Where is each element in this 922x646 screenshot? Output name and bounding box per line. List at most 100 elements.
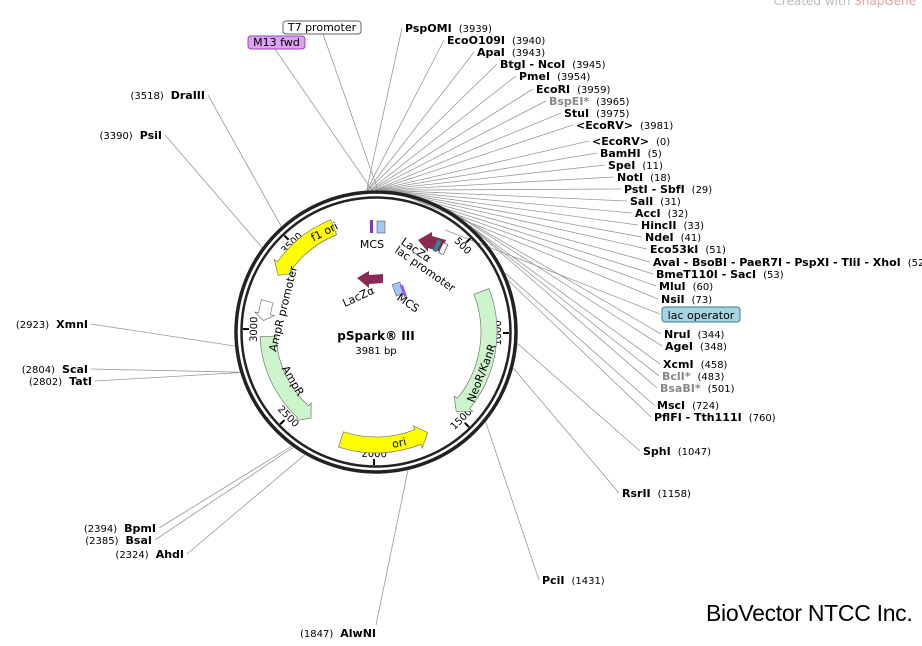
restriction-site[interactable]: PsiI(3390) <box>99 129 162 142</box>
site-name: RsrII <box>622 487 651 500</box>
restriction-site[interactable]: ApaI(3943) <box>477 46 545 59</box>
site-name: BtgI - NcoI <box>500 58 565 71</box>
site-name: EcoO109I <box>447 34 505 47</box>
site-position: (2802) <box>29 377 62 388</box>
restriction-site[interactable]: PstI - SbfI(29) <box>624 183 712 196</box>
site-leader-line <box>382 189 628 202</box>
site-position: (3965) <box>596 97 629 108</box>
site-name: TatI <box>69 375 92 388</box>
site-leader-line <box>476 231 658 389</box>
restriction-site[interactable]: BclI*(483) <box>662 370 725 383</box>
site-leader-line <box>392 190 659 300</box>
restriction-site[interactable]: EcoO109I(3940) <box>447 34 545 47</box>
restriction-site[interactable]: PflFI - Tth111I(760) <box>654 411 776 424</box>
mcs-mark-inner <box>400 284 407 297</box>
lac-promoter-mark <box>438 242 449 256</box>
feature-ampr-arrow[interactable] <box>259 335 312 422</box>
restriction-site[interactable]: NdeI(41) <box>645 231 701 244</box>
feature-label: ori <box>391 435 408 451</box>
restriction-site[interactable]: SphI(1047) <box>643 445 711 458</box>
site-position: (2394) <box>84 524 117 535</box>
feature-tag-lac-operator[interactable]: lac operator <box>661 306 741 323</box>
site-leader-line <box>154 447 294 541</box>
site-leader-line <box>158 445 292 529</box>
site-position: (1047) <box>678 447 711 458</box>
site-leader-line <box>382 188 622 191</box>
restriction-site[interactable]: SalI(31) <box>630 195 681 208</box>
feature-f1-ori-arrow[interactable] <box>273 219 338 276</box>
tick-mark <box>465 237 472 244</box>
restriction-site[interactable]: BamHI(5) <box>600 147 662 160</box>
restriction-site[interactable]: AvaI - BsoBI - PaeR7I - PspXI - TliI - X… <box>653 256 922 269</box>
site-leader-line <box>383 189 639 226</box>
restriction-site[interactable]: NotI(18) <box>617 171 671 184</box>
restriction-site[interactable]: StuI(3975) <box>564 107 629 120</box>
site-position: (3943) <box>512 48 545 59</box>
restriction-site[interactable]: XmnI(2923) <box>16 318 88 331</box>
site-name: ScaI <box>62 363 88 376</box>
restriction-site[interactable]: BspEI*(3965) <box>549 95 630 108</box>
site-position: (53) <box>763 270 784 281</box>
site-position: (3975) <box>596 109 629 120</box>
site-leader-line <box>366 39 445 191</box>
site-leader-line <box>504 272 655 406</box>
restriction-site[interactable]: AgeI(348) <box>665 340 727 353</box>
site-position: (3390) <box>99 131 132 142</box>
feature-neor-kanr-arrow[interactable] <box>453 288 498 412</box>
site-name: BpmI <box>124 522 156 535</box>
site-position: (73) <box>692 295 713 306</box>
restriction-site[interactable]: XcmI(458) <box>663 358 728 371</box>
restriction-site[interactable]: HincII(33) <box>641 219 704 232</box>
restriction-site[interactable]: PspOMI(3939) <box>405 22 492 35</box>
site-position: (41) <box>681 233 702 244</box>
restriction-site[interactable]: BmeT110I - SacI(53) <box>656 268 784 281</box>
restriction-site[interactable]: AhdI(2324) <box>115 548 184 561</box>
restriction-site[interactable]: (1847)AlwNI <box>300 627 376 640</box>
site-leader-line <box>517 343 641 452</box>
restriction-site[interactable]: Eco53kI(51) <box>650 243 726 256</box>
restriction-site[interactable]: MluI(60) <box>659 280 713 293</box>
restriction-site[interactable]: NruI(344) <box>664 328 725 341</box>
lacz-alpha-arrow-left[interactable] <box>357 271 383 288</box>
feature-tag-label: lac operator <box>668 309 735 322</box>
lacz-alpha-arrow-right[interactable] <box>418 232 446 252</box>
restriction-site[interactable]: BpmI (2394) <box>84 522 156 535</box>
restriction-site[interactable]: SpeI(11) <box>608 159 663 172</box>
restriction-site[interactable]: MscI(724) <box>657 399 719 412</box>
site-name: EcoRI <box>536 83 570 96</box>
credit-brand: SnapGene <box>854 0 916 8</box>
site-lines <box>90 27 663 626</box>
restriction-site[interactable]: TatI (2802) <box>29 375 92 388</box>
restriction-site[interactable]: DraIII(3518) <box>130 89 205 102</box>
restriction-site[interactable]: PmeI(3954) <box>519 70 590 83</box>
feature-tag-label: T7 promoter <box>287 21 357 34</box>
site-name: PstI - SbfI <box>624 183 685 196</box>
site-leader-line <box>377 152 598 191</box>
restriction-site[interactable]: NsiI(73) <box>661 293 712 306</box>
inner-ring <box>240 196 512 468</box>
restriction-site[interactable]: PciI(1431) <box>542 574 605 587</box>
feature-tag-m13-fwd[interactable]: M13 fwd <box>247 35 306 50</box>
site-leader-line <box>449 210 663 347</box>
restriction-site[interactable]: ScaI(2804) <box>22 363 88 376</box>
feature-tag-t7-promoter[interactable]: T7 promoter <box>282 20 362 35</box>
site-position: (3959) <box>577 85 610 96</box>
site-position: (18) <box>650 173 671 184</box>
site-name: PciI <box>542 574 564 587</box>
restriction-site[interactable]: BsaBI*(501) <box>660 382 735 395</box>
restriction-site[interactable]: RsrII(1158) <box>622 487 691 500</box>
site-leader-line <box>186 454 305 555</box>
restriction-site[interactable]: <EcoRV>(3981) <box>576 119 673 132</box>
restriction-site[interactable]: EcoRI (3959) <box>536 83 611 96</box>
restriction-site[interactable]: BtgI - NcoI(3945) <box>500 58 606 71</box>
site-leader-line <box>367 63 498 191</box>
restriction-site[interactable]: AccI(32) <box>635 207 688 220</box>
restriction-site[interactable]: BsaI(2385) <box>85 534 152 547</box>
inner-feature-label: MCS <box>394 291 421 316</box>
restriction-site[interactable]: <EcoRV>(0) <box>592 135 670 148</box>
site-leader-line <box>94 372 240 382</box>
feature-ori-arrow[interactable] <box>338 425 429 454</box>
site-position: (60) <box>693 282 714 293</box>
feature-ampr-promoter-arrow[interactable] <box>253 299 276 321</box>
